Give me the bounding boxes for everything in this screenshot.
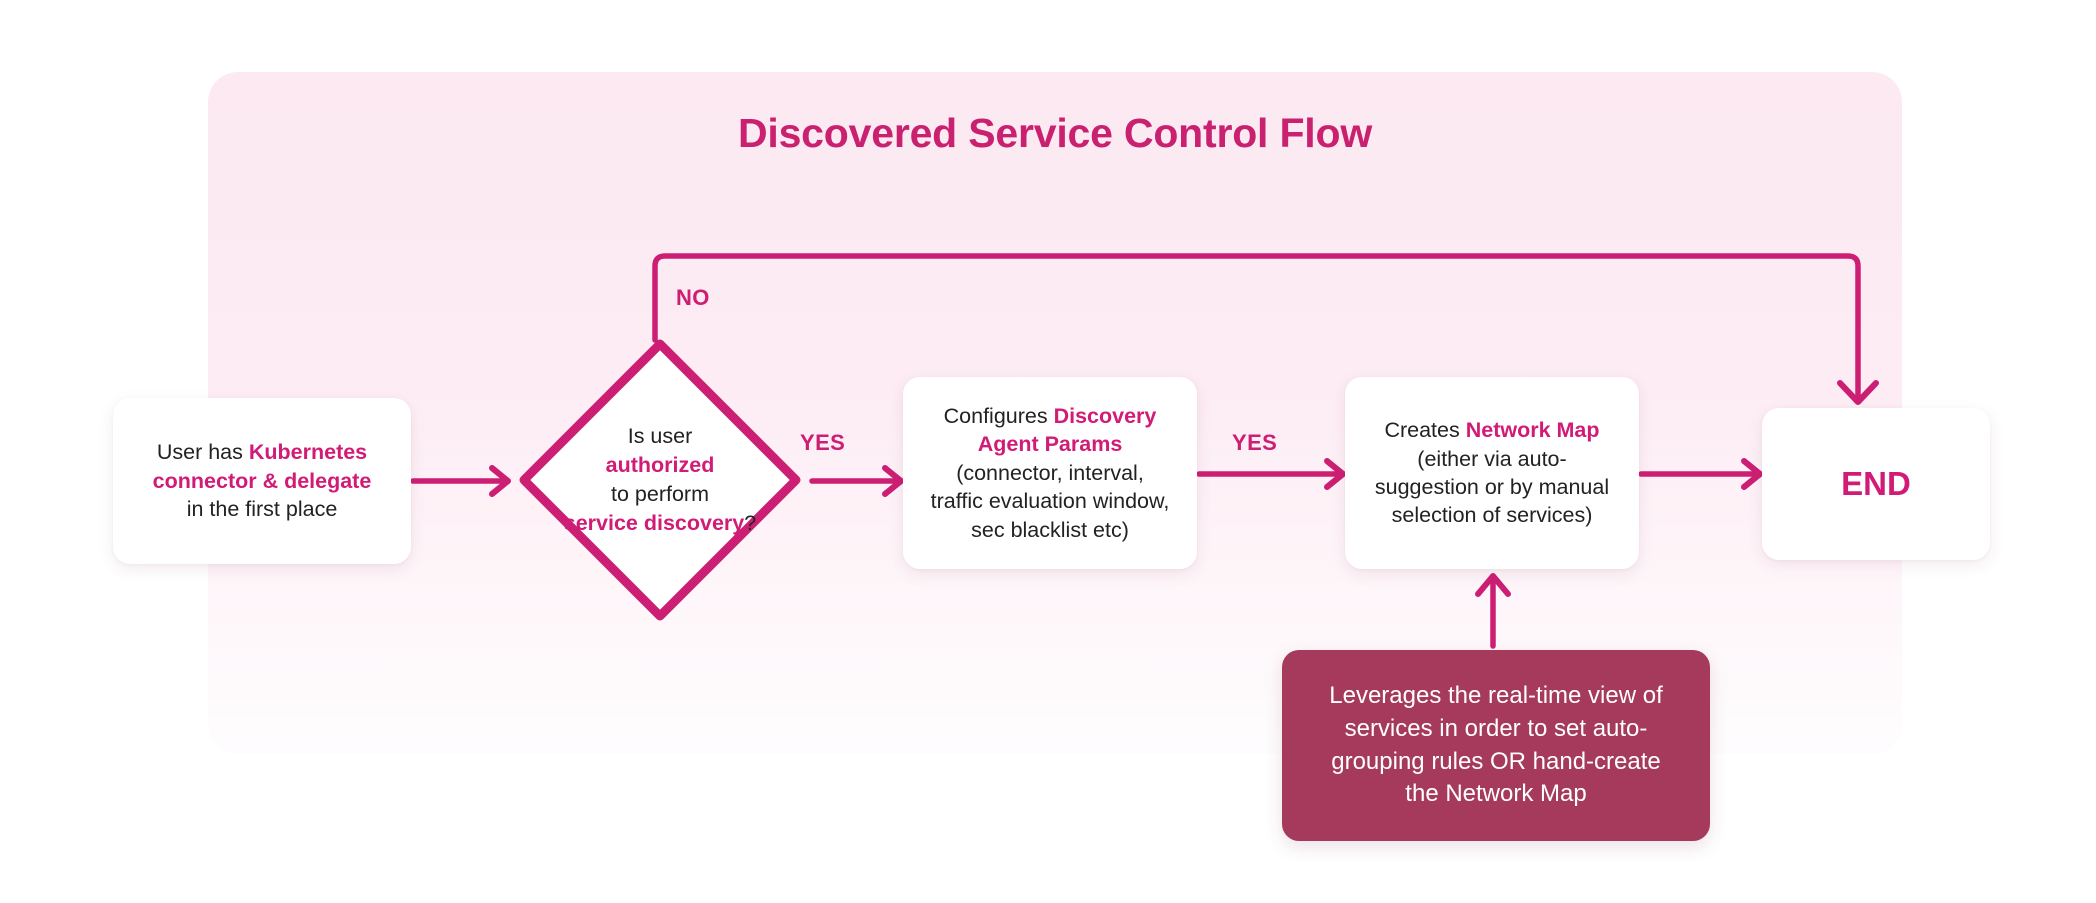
decision-diamond-shape [519,339,801,621]
end-node[interactable]: END [1762,408,1990,560]
end-node-label: END [1841,465,1911,503]
edge-label-yes-2: YES [1232,430,1278,455]
edge-label-no: NO [676,285,710,310]
edge-label-yes-1: YES [800,430,846,455]
create-network-map-node-label: Creates Network Map(either via auto-sugg… [1374,418,1610,528]
create-network-map-node[interactable]: Creates Network Map(either via auto-sugg… [1345,377,1639,569]
page-title: Discovered Service Control Flow [737,110,1373,156]
